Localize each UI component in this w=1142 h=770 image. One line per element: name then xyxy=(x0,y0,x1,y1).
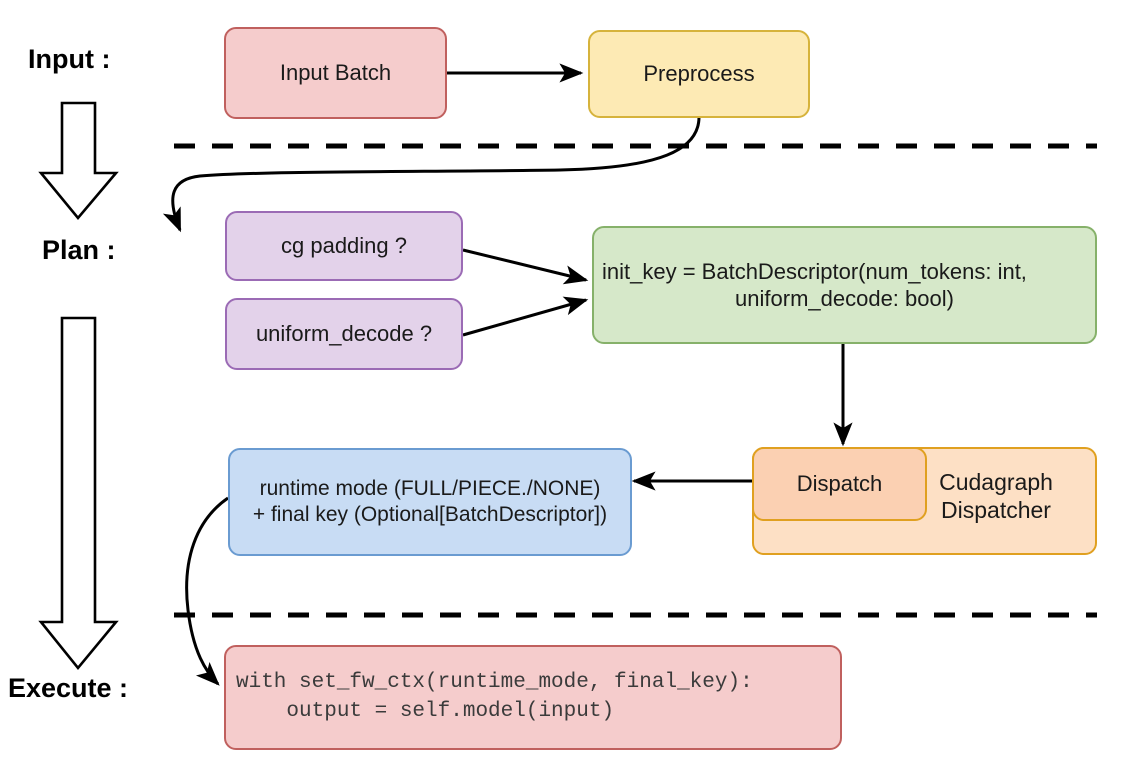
node-init-key-line2: uniform_decode: bool) xyxy=(735,286,954,311)
node-execute-code-line1: with set_fw_ctx(runtime_mode, final_key)… xyxy=(236,671,753,695)
node-preprocess-label: Preprocess xyxy=(643,61,755,87)
node-runtime-mode-line2: + final key (Optional[BatchDescriptor]) xyxy=(252,503,608,526)
node-preprocess[interactable]: Preprocess xyxy=(588,30,810,118)
node-cudagraph-dispatcher-label: Cudagraph Dispatcher xyxy=(911,453,1087,524)
plan-to-execute-block-arrow xyxy=(38,316,119,671)
node-init-key-line1: init_key = BatchDescriptor(num_tokens: i… xyxy=(602,258,1027,284)
node-execute-code-line2: output = self.model(input) xyxy=(236,699,615,723)
arrow-cg-padding-to-init-key xyxy=(462,248,589,285)
node-dispatch-label: Dispatch xyxy=(796,471,883,497)
stage-label-input: Input : xyxy=(28,44,111,74)
node-dispatch[interactable]: Dispatch xyxy=(752,447,927,521)
node-execute-code[interactable]: with set_fw_ctx(runtime_mode, final_key)… xyxy=(224,645,842,750)
node-cudagraph-dispatcher-line1: Cudagraph xyxy=(939,469,1053,495)
node-cudagraph-dispatcher-line2: Dispatcher xyxy=(941,496,1051,523)
arrow-uniform-decode-to-init-key xyxy=(462,296,589,337)
node-uniform-decode[interactable]: uniform_decode ? xyxy=(225,298,463,370)
node-runtime-mode[interactable]: runtime mode (FULL/PIECE./NONE) + final … xyxy=(228,448,632,556)
node-init-key[interactable]: init_key = BatchDescriptor(num_tokens: i… xyxy=(592,226,1097,344)
stage-label-execute: Execute : xyxy=(8,673,129,703)
node-input-batch[interactable]: Input Batch xyxy=(224,27,447,119)
node-cg-padding-label: cg padding ? xyxy=(281,233,407,259)
node-cg-padding[interactable]: cg padding ? xyxy=(225,211,463,281)
arrow-runtime-mode-to-execute-code xyxy=(185,496,229,686)
stage-label-plan: Plan : xyxy=(42,235,116,265)
node-uniform-decode-label: uniform_decode ? xyxy=(255,321,433,347)
node-input-batch-label: Input Batch xyxy=(279,60,392,86)
node-runtime-mode-line1: runtime mode (FULL/PIECE./NONE) xyxy=(259,476,601,500)
input-to-plan-block-arrow xyxy=(38,101,119,221)
